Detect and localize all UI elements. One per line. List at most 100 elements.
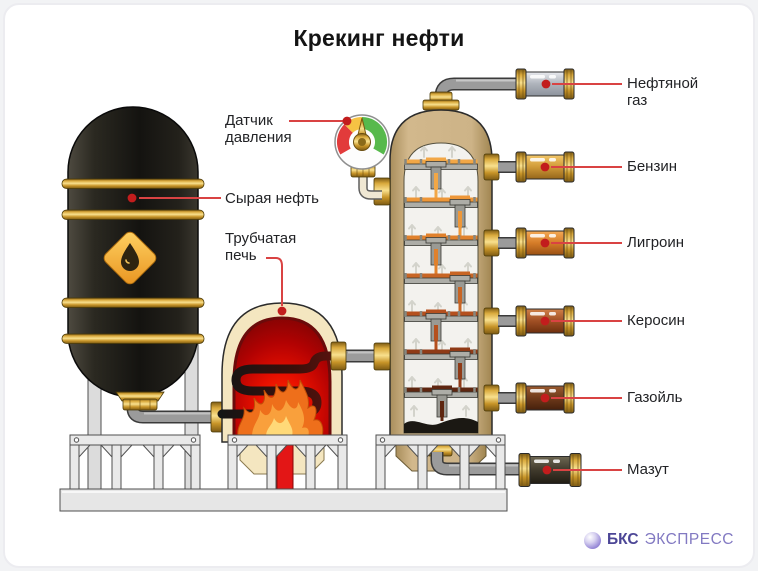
stand-leg <box>417 443 428 491</box>
up-arrow-icon <box>420 146 428 158</box>
tray-lip <box>457 235 461 241</box>
stand-beam <box>375 434 506 446</box>
tray-lip <box>404 387 407 393</box>
tray-lip <box>419 273 423 279</box>
callout-dot <box>541 79 551 89</box>
up-arrow-icon <box>408 376 416 388</box>
tube-furnace <box>210 302 392 491</box>
bubble-cap-trays <box>404 157 478 421</box>
highlight <box>549 75 556 79</box>
up-arrow-icon <box>412 262 420 274</box>
tray-lip <box>473 273 476 279</box>
tray-lip <box>473 197 476 203</box>
stand-leg <box>495 443 506 491</box>
tray-lip <box>404 197 407 203</box>
liquid-drip <box>434 189 438 198</box>
tray-bar <box>404 277 478 284</box>
up-arrow-icon <box>408 224 416 236</box>
up-arrow-icon <box>438 340 446 352</box>
label-gasoline: Бензин <box>627 158 678 175</box>
tray-row <box>404 271 478 312</box>
downcomer-cap <box>425 161 447 168</box>
tray-lip <box>419 311 423 317</box>
flame-icon <box>237 379 324 438</box>
downcomer-stream <box>434 325 438 341</box>
tray-lip <box>404 273 407 279</box>
cylinder-cap-left <box>515 227 527 259</box>
tray-lip <box>404 235 407 241</box>
callout-dot <box>540 162 550 172</box>
support-stands <box>59 434 508 512</box>
highlight <box>549 158 556 162</box>
downcomer-stream <box>458 363 462 379</box>
highlight <box>549 389 556 393</box>
tray-row <box>404 385 478 421</box>
up-arrow-icon <box>464 338 472 350</box>
bolt-hole <box>231 437 238 443</box>
callout-dot <box>540 238 550 248</box>
cap-ribs <box>518 70 524 98</box>
tray-lip <box>419 387 423 393</box>
tray-lip <box>473 349 476 355</box>
downcomer-cap <box>431 389 453 396</box>
residue-pool <box>404 418 478 433</box>
tray-liquid <box>404 273 478 278</box>
tray-row <box>404 309 478 350</box>
tray-lip <box>419 235 423 241</box>
tray-lip <box>457 387 461 393</box>
tray-liquid-over-cap <box>432 385 452 389</box>
tray-liquid-over-cap <box>426 233 446 237</box>
bolt-hole <box>495 437 502 443</box>
stand-brace <box>483 444 497 459</box>
tray-lip <box>473 387 476 393</box>
highlight <box>530 389 545 393</box>
cap-ribs <box>518 384 524 412</box>
highlight <box>549 312 556 316</box>
tray-lip <box>447 159 451 165</box>
highlight <box>549 234 556 238</box>
equipment-stand <box>69 434 201 491</box>
cap-ribs <box>521 454 528 486</box>
label-crude-oil: Сырая нефть <box>225 190 319 207</box>
tray-liquid-over-cap <box>450 195 470 199</box>
downcomer-stream <box>458 211 462 227</box>
stand-beam <box>227 434 348 446</box>
callout-dot <box>540 316 550 326</box>
up-arrow-icon <box>448 146 456 158</box>
stand-brace <box>162 444 176 459</box>
tray-liquid <box>404 349 478 354</box>
tray-liquid-over-cap <box>426 309 446 313</box>
liquid-drip <box>458 227 462 236</box>
downcomer-stream <box>434 249 438 265</box>
callout-dot <box>277 306 287 316</box>
up-arrow-icon <box>412 186 420 198</box>
tray-lip <box>473 311 476 317</box>
liquid-drip <box>434 341 438 350</box>
up-arrow-icon <box>464 186 472 198</box>
label-kerosene: Керосин <box>627 312 685 329</box>
label-ligroin: Лигроин <box>627 234 685 251</box>
highlight <box>530 234 545 238</box>
label-gas-oil: Газойль <box>627 389 683 406</box>
bolt-hole <box>379 437 386 443</box>
callout-lines <box>127 79 622 475</box>
tray-row <box>404 195 478 236</box>
stand-leg <box>459 443 470 491</box>
label-tube-furnace: Трубчатая печь <box>225 230 297 264</box>
tray-lip <box>404 159 407 165</box>
tray-lip <box>447 235 451 241</box>
stand-leg <box>305 443 316 491</box>
cylinder-cap-left <box>515 68 527 100</box>
side-outlet-pipes <box>498 161 519 404</box>
up-arrow-icon <box>438 188 446 200</box>
bks-sphere-icon <box>584 531 601 549</box>
tray-lip <box>419 349 423 355</box>
stand-leg <box>69 443 80 491</box>
tray-row <box>404 347 478 388</box>
cylinder-cap-left <box>518 453 531 487</box>
highlight <box>530 158 545 162</box>
stand-leg <box>227 443 238 491</box>
tray-liquid-over-cap <box>450 347 470 351</box>
tray-lip <box>473 159 476 165</box>
downcomer-cap <box>425 237 447 244</box>
